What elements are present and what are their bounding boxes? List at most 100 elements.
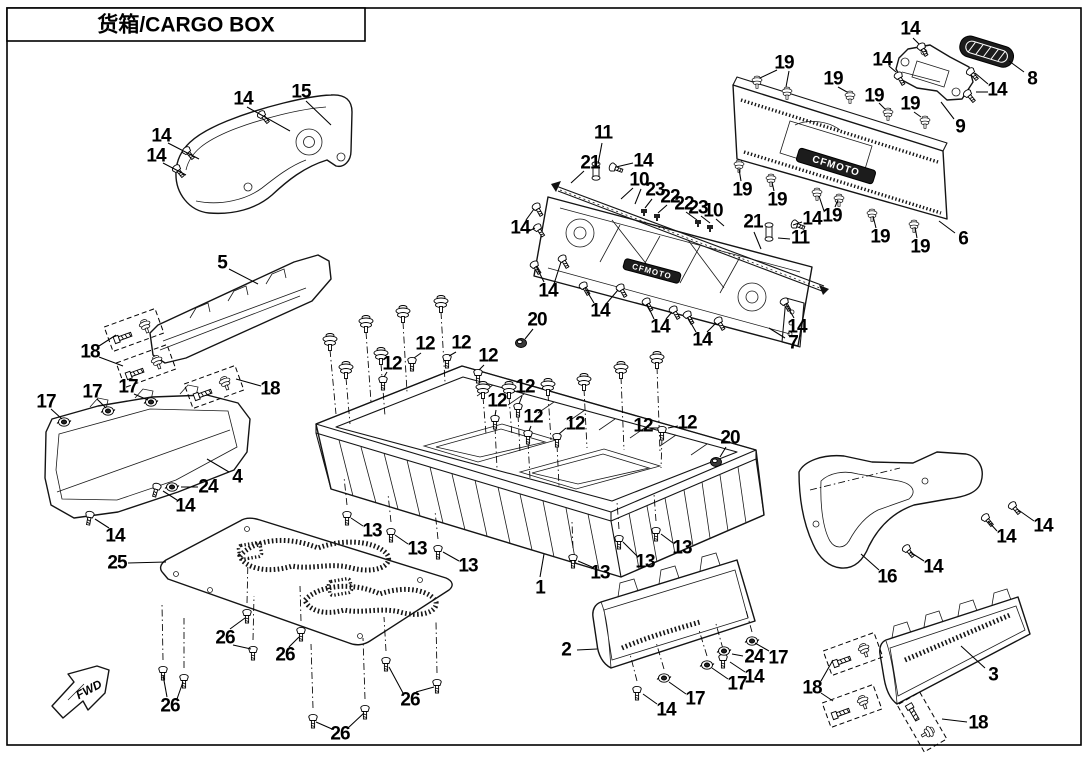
leader-line — [753, 231, 762, 250]
leader-line — [731, 653, 744, 657]
center-axis-line — [809, 467, 901, 491]
leader-line — [96, 398, 107, 409]
leader-line — [860, 553, 880, 571]
callout-14: 14 — [105, 526, 126, 547]
leader-line — [909, 551, 925, 562]
callout-10: 10 — [703, 201, 723, 222]
center-axis-line — [434, 510, 439, 540]
callout-14: 14 — [233, 89, 254, 110]
leader-line — [878, 102, 886, 110]
callout-12: 12 — [565, 414, 585, 435]
part-16-right-bracket — [798, 451, 983, 569]
leader-line — [394, 534, 409, 545]
callout-10: 10 — [629, 170, 649, 191]
title-box — [6, 7, 366, 42]
callout-14: 14 — [744, 667, 765, 688]
leader-line — [837, 86, 848, 93]
part-6-tailgate-outer-panel — [732, 76, 948, 220]
center-axis-line — [362, 637, 366, 700]
callout-11: 11 — [594, 123, 614, 144]
leader-line — [1016, 508, 1035, 522]
callout-8: 8 — [1027, 69, 1037, 90]
leader-line — [162, 674, 168, 698]
callout-23: 23 — [645, 180, 665, 201]
callout-14: 14 — [146, 146, 167, 167]
callout-12: 12 — [515, 377, 535, 398]
leader-line — [347, 712, 365, 729]
callout-20: 20 — [527, 310, 547, 331]
center-axis-line — [329, 349, 337, 415]
fastener-kit-box — [115, 343, 177, 389]
leader-line — [415, 686, 435, 693]
leader-line — [577, 560, 593, 568]
part-21-weatherstrip — [551, 181, 829, 295]
callout-13: 13 — [458, 556, 478, 577]
leader-line — [644, 198, 653, 209]
callout-14: 14 — [656, 700, 677, 721]
callout-14: 14 — [802, 209, 823, 230]
center-axis-line — [440, 311, 446, 383]
leader-line — [525, 208, 535, 221]
part-1-cargo-box-base — [315, 365, 765, 578]
part-4-left-side-panel — [44, 384, 251, 519]
part-3-rear-side-panel — [879, 588, 1031, 705]
leader-line — [388, 666, 404, 694]
callout-19: 19 — [900, 94, 920, 115]
center-axis-line — [508, 396, 513, 437]
grommet-icon — [710, 457, 722, 467]
leader-line — [553, 261, 562, 285]
callout-17: 17 — [118, 377, 138, 398]
part-15-front-bracket — [175, 94, 353, 215]
leader-line — [987, 520, 998, 532]
callout-1: 1 — [535, 578, 546, 599]
fastener-kit-box — [821, 683, 883, 729]
callout-14: 14 — [872, 50, 893, 71]
leader-line — [232, 644, 252, 650]
callout-24: 24 — [198, 477, 219, 498]
leader-line — [785, 70, 790, 88]
fastener-kit-box — [896, 691, 948, 753]
callout-19: 19 — [870, 227, 890, 248]
center-axis-line — [383, 616, 387, 652]
callout-22: 22 — [660, 187, 680, 208]
callout-17: 17 — [36, 392, 56, 413]
leader-line — [288, 636, 300, 648]
leader-line — [715, 218, 725, 227]
callout-17: 17 — [768, 648, 788, 669]
leader-line — [524, 328, 534, 340]
leader-line — [777, 237, 791, 240]
leader-line — [176, 681, 184, 700]
callout-19: 19 — [774, 53, 794, 74]
leader-line — [535, 265, 545, 283]
callout-14: 14 — [923, 557, 944, 578]
center-axis-line — [527, 441, 531, 479]
leader-line — [759, 69, 778, 79]
center-axis-line — [402, 321, 408, 393]
callout-26: 26 — [400, 690, 420, 711]
leader-line — [622, 541, 638, 557]
callout-6: 6 — [958, 229, 968, 250]
callout-21: 21 — [580, 153, 601, 174]
leader-line — [940, 101, 955, 120]
center-axis-line — [571, 521, 574, 549]
center-axis-line — [715, 623, 724, 650]
leader-line — [98, 356, 124, 367]
axis-lines-layer — [161, 311, 901, 709]
callout-13: 13 — [672, 538, 692, 559]
callout-14: 14 — [1033, 516, 1054, 537]
callout-14: 14 — [692, 330, 713, 351]
hardware-kit-boxes-layer — [103, 307, 948, 753]
leader-line — [914, 226, 918, 239]
leader-line — [820, 692, 834, 702]
center-axis-line — [616, 501, 620, 530]
page-title: 货箱/CARGO BOX — [97, 13, 274, 37]
callout-5: 5 — [217, 253, 228, 274]
callout-12: 12 — [451, 333, 471, 354]
callout-14: 14 — [996, 527, 1017, 548]
leader-line — [642, 693, 658, 705]
callout-19: 19 — [732, 180, 752, 201]
callout-26: 26 — [215, 628, 235, 649]
leader-line — [738, 168, 742, 182]
fastener-kit-box — [183, 364, 245, 410]
leader-line — [785, 303, 795, 319]
